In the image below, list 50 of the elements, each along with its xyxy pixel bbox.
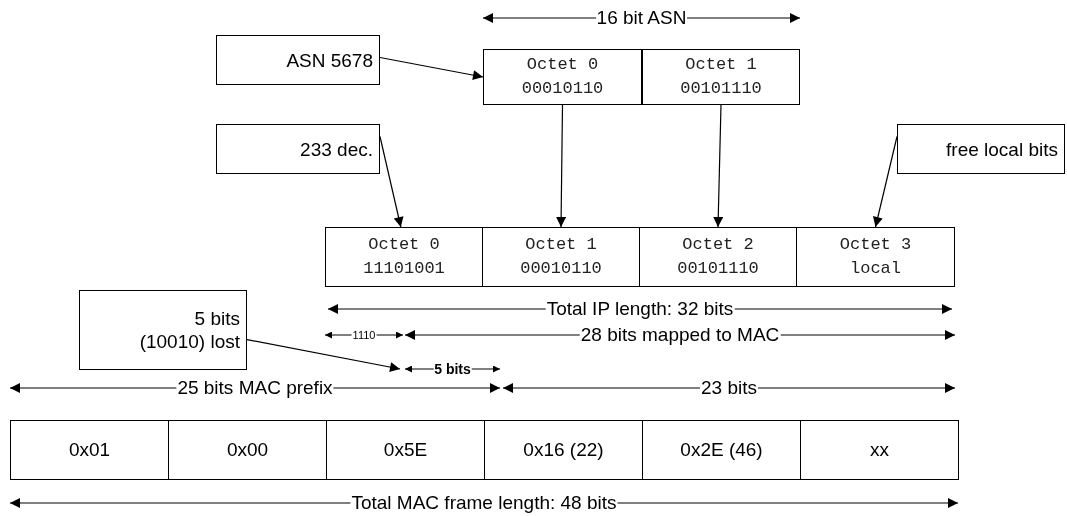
dimension-label: Total IP length: 32 bits (545, 299, 735, 319)
box-text: 233 dec. (300, 137, 373, 161)
octet-cell (796, 227, 955, 287)
octet-bits: 00101110 (680, 78, 762, 100)
box-text: 0x00 (226, 439, 269, 461)
octet-title: Octet 2 (682, 234, 754, 256)
octet-title: Octet 1 (685, 54, 757, 76)
callout-box (216, 124, 380, 174)
octet-bits: 11101001 (363, 258, 445, 280)
mac-byte-cell (484, 420, 643, 480)
arrow (379, 56, 484, 81)
mac-byte-cell (642, 420, 801, 480)
octet-cell (642, 49, 800, 105)
dimension-label: 25 bits MAC prefix (176, 378, 334, 398)
octet-cell (482, 227, 640, 287)
box-text: ASN 5678 (286, 48, 373, 72)
dimension-label: 1110 (351, 329, 377, 341)
box-text: 0x16 (22) (523, 439, 604, 461)
arrow (872, 135, 898, 228)
octet-bits: 00101110 (677, 258, 759, 280)
mac-byte-cell (326, 420, 485, 480)
arrow (713, 104, 724, 228)
octet-title: Octet 1 (525, 234, 597, 256)
mac-byte-cell (168, 420, 327, 480)
octet-cell (325, 227, 483, 287)
mac-byte-cell (10, 420, 169, 480)
dimension-label: Total MAC frame length: 48 bits (350, 493, 618, 513)
box-text: free local bits (946, 137, 1058, 161)
octet-cell (639, 227, 797, 287)
octet-bits: local (850, 258, 901, 280)
octet-cell (483, 49, 642, 105)
callout-box (897, 124, 1065, 174)
arrow (556, 104, 567, 228)
box-text: xx (870, 439, 889, 461)
arrow (379, 135, 404, 228)
box-text: 5 bits (10010) lost (138, 307, 240, 353)
leader-line (246, 339, 401, 372)
octet-title: Octet 3 (839, 234, 912, 256)
callout-box (216, 35, 380, 85)
box-text: 0x2E (46) (680, 439, 763, 461)
callout-box (79, 290, 247, 370)
octet-title: Octet 0 (526, 54, 599, 76)
mac-byte-cell (800, 420, 959, 480)
octet-title: Octet 0 (368, 234, 440, 256)
dimension-label: 5 bits (433, 361, 472, 377)
octet-bits: 00010110 (520, 258, 602, 280)
octet-bits: 00010110 (521, 78, 604, 100)
dimension-label: 28 bits mapped to MAC (579, 325, 781, 345)
box-text: 0x01 (68, 439, 111, 461)
box-text: 0x5E (383, 439, 428, 461)
